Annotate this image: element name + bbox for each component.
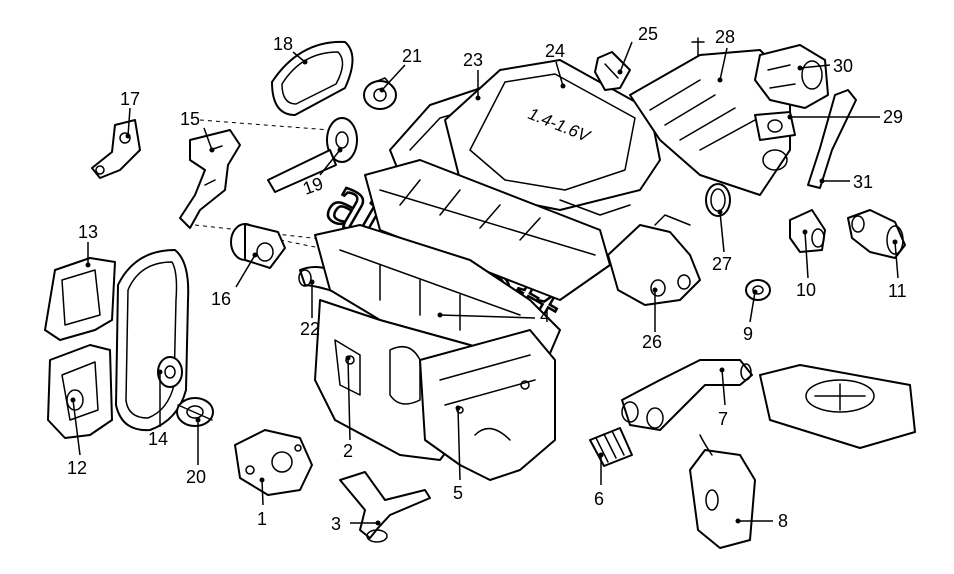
part-oil-pan — [419, 329, 556, 481]
part-fitting-10 — [789, 209, 826, 253]
callout-10: 10 — [796, 280, 816, 300]
part-catalytic-converter — [689, 434, 756, 549]
callout-7: 7 — [718, 409, 728, 429]
part-intake-manifold — [629, 37, 791, 196]
leader-lines — [70, 41, 899, 526]
part-sensor-25 — [594, 51, 631, 91]
part-air-filter-box — [759, 364, 916, 449]
callout-20: 20 — [186, 467, 206, 487]
part-mounting-bracket-15 — [179, 129, 241, 229]
part-timing-belt-long — [115, 249, 190, 432]
callout-17: 17 — [120, 89, 140, 109]
part-engine-block-upper — [314, 224, 561, 366]
callout-1: 1 — [257, 509, 267, 529]
callout-13: 13 — [78, 222, 98, 242]
callout-23: 23 — [463, 50, 483, 70]
callout-26: 26 — [642, 332, 662, 352]
callout-18: 18 — [273, 34, 293, 54]
callout-2: 2 — [343, 441, 353, 461]
callout-15: 15 — [180, 109, 200, 129]
part-timing-cover-lower — [47, 344, 113, 439]
callout-8: 8 — [778, 511, 788, 531]
part-gasket-29 — [754, 111, 796, 141]
callout-6: 6 — [594, 489, 604, 509]
part-oil-pump — [234, 429, 313, 496]
part-plug-9 — [745, 279, 771, 301]
callout-24: 24 — [545, 41, 565, 61]
callout-30: 30 — [833, 56, 853, 76]
callout-11: 11 — [888, 281, 907, 301]
part-crank-pulley — [176, 397, 214, 427]
callout-9: 9 — [743, 324, 753, 344]
part-cam-cover: 1.4-1.6V — [444, 59, 661, 216]
callout-22: 22 — [300, 319, 320, 339]
part-oil-pickup — [339, 471, 431, 543]
callout-5: 5 — [453, 483, 463, 503]
part-thermostat-housing — [607, 214, 701, 306]
callout-3: 3 — [331, 514, 341, 534]
callout-12: 12 — [67, 458, 87, 478]
callout-14: 14 — [148, 429, 168, 449]
part-bracket-17 — [91, 119, 141, 179]
part-timing-cover-upper — [44, 257, 116, 341]
callout-27: 27 — [712, 254, 732, 274]
callout-4: 4 — [540, 306, 550, 326]
callout-labels: 1 2 3 4 5 6 7 8 9 10 11 12 13 14 15 16 1… — [67, 24, 907, 534]
callout-28: 28 — [715, 27, 735, 47]
part-flex-pipe — [589, 427, 633, 467]
callout-16: 16 — [211, 289, 231, 309]
callout-31: 31 — [853, 172, 873, 192]
part-cylinder-head — [364, 159, 611, 301]
callout-21: 21 — [402, 46, 422, 66]
part-exhaust-manifold — [621, 359, 753, 431]
part-water-pump — [230, 223, 286, 269]
callout-25: 25 — [638, 24, 658, 44]
part-fitting-11 — [847, 209, 906, 259]
part-vacuum-pipe — [807, 89, 857, 189]
part-throttle-body — [754, 44, 829, 109]
callout-29: 29 — [883, 107, 903, 127]
part-tensioner-pulley — [363, 77, 397, 110]
part-camshaft-sprocket — [267, 117, 358, 193]
